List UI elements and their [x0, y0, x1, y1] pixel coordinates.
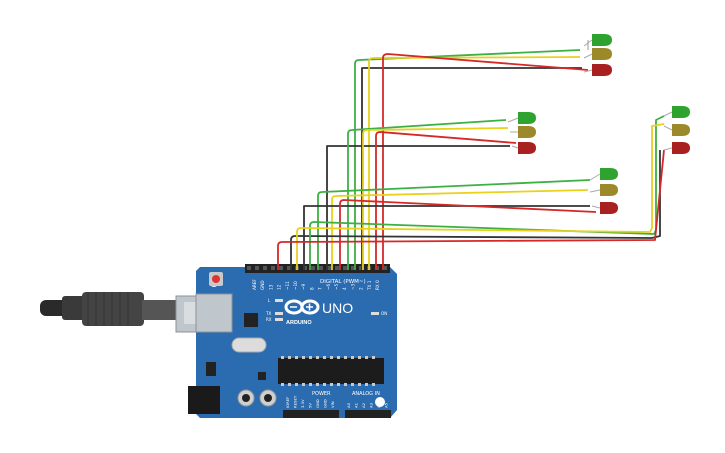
top-pin-label: ~9 [301, 283, 306, 290]
traffic-light-1[interactable] [583, 34, 612, 76]
capacitor-top [264, 394, 272, 402]
led-green-icon[interactable] [587, 34, 612, 50]
top-pin-label: ~5 [334, 283, 339, 290]
voltage-regulator [258, 372, 266, 380]
power-header-label: POWER [312, 391, 331, 397]
wire-green [347, 119, 507, 270]
usb-chip [244, 313, 258, 327]
top-pin-label: 7 [318, 287, 323, 290]
atmega-chip [278, 358, 384, 384]
led-red-icon[interactable] [518, 142, 536, 154]
mount-hole [375, 397, 385, 407]
power-header [283, 410, 339, 418]
led-red-icon[interactable] [600, 202, 618, 214]
wire-red [382, 53, 589, 270]
top-pin-label: ~3 [350, 283, 355, 290]
wire-black [361, 67, 582, 270]
power-pin-label: GND [315, 399, 320, 408]
led-l [275, 299, 283, 302]
top-pin-label: ~6 [326, 283, 331, 290]
top-pin-label: RX 0 [375, 280, 380, 290]
power-pin-label: IOREF [285, 397, 290, 408]
wire-yellow [296, 123, 665, 270]
top-pin-label: 8 [309, 287, 314, 290]
board-model-label: UNO [322, 300, 353, 316]
led-rx-label: RX [266, 317, 272, 322]
top-pin-label: 4 [342, 287, 347, 290]
arduino-infinity-logo-icon [284, 299, 320, 315]
digital-header-label: DIGITAL (PWM~) [320, 279, 366, 285]
analog-pin-label: A5 [384, 402, 389, 408]
wire-red [375, 131, 517, 270]
top-pin-label: GND [260, 280, 265, 290]
board-brand-label: ARDUINO [286, 320, 312, 326]
led-green-icon[interactable] [672, 106, 690, 118]
top-pin-label: 12 [277, 284, 282, 290]
top-pin-label: AREF [252, 279, 257, 290]
led-yellow-icon[interactable] [600, 184, 618, 196]
power-pin-label: GND [323, 399, 328, 408]
wire-green [354, 49, 581, 270]
analog-header-label: ANALOG IN [352, 391, 380, 397]
traffic-light-4[interactable] [663, 106, 690, 154]
led-on [371, 312, 379, 315]
led-red-icon[interactable] [672, 142, 690, 154]
traffic-light-2[interactable] [507, 112, 536, 154]
led-rx [275, 318, 283, 321]
power-jack [188, 386, 220, 414]
top-pin-label: TX 1 [367, 280, 372, 291]
led-tx [275, 312, 283, 315]
regulator [206, 362, 216, 376]
led-tx-label: TX [265, 311, 271, 316]
top-pin-label: ~10 [293, 281, 298, 290]
led-yellow-icon[interactable] [518, 126, 536, 138]
crystal-oscillator [231, 337, 267, 353]
led-yellow-icon[interactable] [592, 48, 612, 60]
analog-pin-label: A4 [376, 402, 381, 408]
power-pin-label: RESET [293, 395, 298, 408]
traffic-light-3[interactable] [589, 168, 618, 214]
led-l-label: L [268, 298, 271, 303]
led-green-icon[interactable] [518, 112, 536, 124]
wire-yellow [368, 56, 581, 270]
usb-port [195, 293, 233, 333]
power-pin-label: 3.3V [300, 399, 305, 408]
led-on-label: ON [381, 311, 387, 316]
capacitor-top [242, 394, 250, 402]
wire-green [317, 179, 591, 270]
wire-red [339, 199, 597, 270]
wires [277, 49, 665, 270]
led-red-icon[interactable] [592, 64, 612, 76]
reset-button-cap [212, 275, 220, 283]
wire-black [290, 150, 661, 270]
analog-header [345, 410, 391, 418]
top-pin-label: ~11 [285, 281, 290, 290]
wire-yellow [331, 189, 589, 270]
top-pin-label: 2 [359, 287, 364, 290]
analog-pin-label: A0 [346, 402, 351, 408]
wire-yellow [362, 127, 509, 270]
analog-pin-label: A1 [354, 402, 359, 408]
analog-pin-label: A3 [369, 402, 374, 408]
wire-black [303, 205, 590, 270]
wire-red [277, 149, 665, 270]
top-pin-label: 13 [268, 284, 273, 290]
analog-pin-label: A2 [361, 402, 366, 408]
led-yellow-icon[interactable] [672, 124, 690, 136]
led-green-icon[interactable] [600, 168, 618, 180]
power-pin-label: VIN [330, 401, 335, 408]
power-pin-label: 5V [308, 403, 313, 408]
